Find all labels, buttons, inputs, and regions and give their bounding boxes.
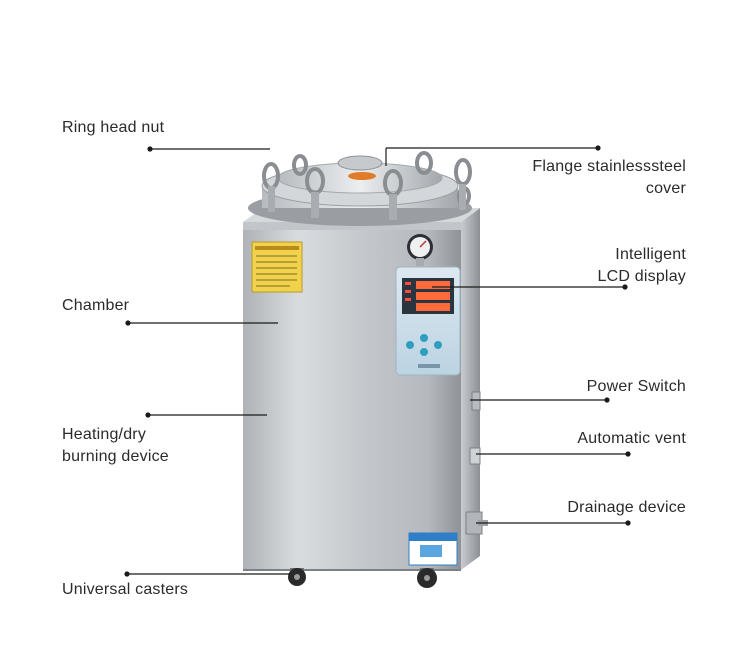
pressure-gauge-icon — [407, 234, 433, 266]
blue-sticker — [408, 532, 458, 566]
label-universal-casters: Universal casters — [62, 581, 189, 598]
label-chamber: Chamber — [62, 297, 130, 314]
label-flange-cover-line1: Flange stainlesssteel — [532, 158, 686, 175]
label-intelligent-display-line2: LCD display — [597, 268, 686, 285]
label-intelligent-display-line1: Intelligent — [615, 246, 686, 263]
label-heating-device-line2: burning device — [62, 448, 169, 465]
label-flange-cover-line2: cover — [645, 180, 686, 197]
warning-sticker — [251, 241, 303, 293]
control-panel — [395, 266, 461, 376]
label-power-switch: Power Switch — [586, 378, 686, 395]
label-flange-cover: Flange stainlesssteel cover — [532, 156, 686, 200]
label-automatic-vent: Automatic vent — [577, 430, 686, 447]
label-ring-head-nut: Ring head nut — [62, 119, 165, 136]
leader-lines — [124, 145, 631, 577]
label-drainage-device: Drainage device — [567, 499, 686, 516]
label-intelligent-display: Intelligent LCD display — [598, 244, 686, 288]
flange-cover — [248, 155, 472, 226]
label-heating-device-line1: Heating/dry — [62, 426, 147, 443]
label-heating-device: Heating/dry burning device — [62, 424, 169, 468]
universal-casters — [288, 568, 437, 588]
